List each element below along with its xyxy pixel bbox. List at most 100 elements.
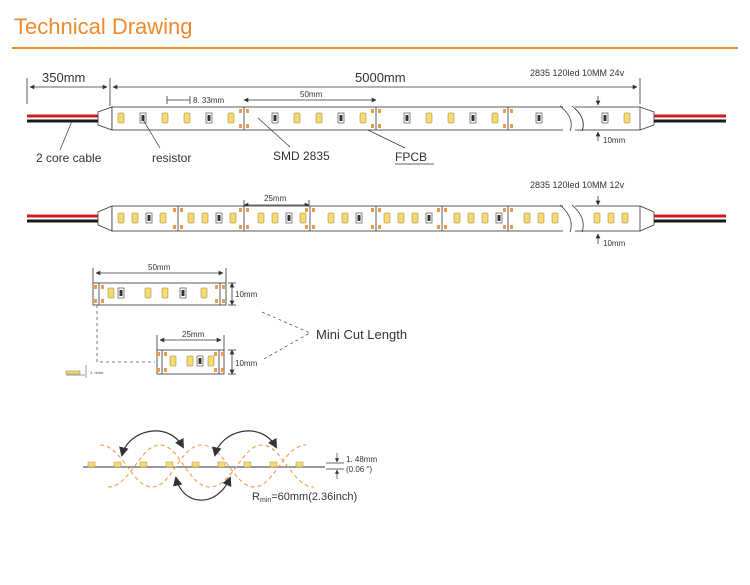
spec-24v: 2835 120led 10MM 24v	[530, 68, 625, 78]
title-underline	[12, 47, 738, 49]
strip-24v: 350mm 5000mm 2835 120led 10MM 24v 8. 33m…	[26, 68, 726, 165]
strip-12v: 2835 120led 10MM 12v 25mm 10mm	[27, 180, 726, 248]
resistor-body	[141, 115, 145, 121]
solder-pad	[246, 225, 249, 229]
callout-resistor: resistor	[141, 117, 191, 165]
thickness-inch-label: (0.06 '')	[346, 465, 373, 474]
mini-thickness-label: 1. n/nm	[90, 370, 104, 375]
led-chip	[183, 112, 191, 124]
led-chip	[481, 212, 489, 224]
piece-b-leds	[157, 350, 224, 374]
led-chip	[227, 112, 235, 124]
solder-pad	[305, 225, 308, 229]
bend-led	[87, 461, 96, 468]
dim-cut-25-label: 25mm	[264, 194, 287, 203]
led-chip	[467, 212, 475, 224]
dim-strip-thickness: 1. 48mm (0.06 '')	[326, 453, 377, 479]
solder-pad	[239, 225, 242, 229]
led-chip	[341, 212, 349, 224]
led-chip	[411, 212, 419, 224]
solder-pad	[444, 225, 447, 229]
dim-total-length: 5000mm	[112, 70, 641, 104]
resistor-body	[147, 215, 151, 221]
dim-cut-50-label: 50mm	[300, 90, 323, 99]
solder-pad	[510, 225, 513, 229]
bend-arrow-bottom	[172, 476, 232, 501]
led-chip	[161, 112, 169, 124]
led-chip	[293, 112, 301, 124]
solder-pad	[246, 208, 249, 212]
piece-a-length-label: 50mm	[148, 263, 171, 272]
solder-pad	[246, 124, 249, 128]
solder-pad	[101, 285, 104, 289]
solder-pad	[239, 124, 242, 128]
led-chip	[207, 355, 215, 367]
led-chip	[623, 112, 631, 124]
solder-pad	[371, 124, 374, 128]
solder-pad	[221, 352, 224, 356]
led-chip	[186, 355, 194, 367]
solder-pad	[222, 285, 225, 289]
callout-cable: 2 core cable	[36, 120, 102, 165]
resistor-body	[405, 115, 409, 121]
resistor-body	[273, 115, 277, 121]
led-chip	[359, 112, 367, 124]
solder-pad	[312, 225, 315, 229]
cut-piece-25mm: 25mm 10mm	[156, 330, 258, 375]
bend-led	[165, 461, 174, 468]
mini-thickness-glyph: 1. n/nm	[65, 365, 104, 378]
solder-pad	[215, 285, 218, 289]
solder-pad	[378, 109, 381, 113]
solder-pad	[246, 109, 249, 113]
led-row-24v	[117, 107, 631, 130]
solder-pad	[180, 208, 183, 212]
solder-pad	[94, 299, 97, 303]
bend-led	[139, 461, 148, 468]
solder-pad	[214, 352, 217, 356]
bend-led	[243, 461, 252, 468]
solder-pad	[173, 208, 176, 212]
led-chip	[187, 212, 195, 224]
solder-pad	[371, 109, 374, 113]
solder-pad	[444, 208, 447, 212]
cable-12v	[27, 205, 726, 232]
led-chip	[257, 212, 265, 224]
dim-led-pitch: 8. 33mm	[166, 96, 224, 105]
solder-pad	[503, 124, 506, 128]
led-chip	[621, 212, 629, 224]
led-chip	[315, 112, 323, 124]
solder-pad	[239, 208, 242, 212]
led-chip	[607, 212, 615, 224]
resistor-body	[181, 290, 185, 296]
solder-pad	[215, 299, 218, 303]
label-smd-2835: SMD 2835	[273, 149, 330, 163]
led-chip	[107, 287, 115, 299]
solder-pad	[157, 352, 160, 356]
dim-width-24v-label: 10mm	[603, 136, 626, 145]
solder-pad	[378, 124, 381, 128]
resistor-body	[603, 115, 607, 121]
resistor-body	[357, 215, 361, 221]
bend-led	[217, 461, 226, 468]
led-chip	[117, 112, 125, 124]
resistor-body	[207, 115, 211, 121]
resistor-body	[537, 115, 541, 121]
solder-pad	[157, 368, 160, 372]
dim-cable-length: 350mm	[26, 70, 111, 106]
bend-led	[269, 461, 278, 468]
thickness-mm-label: 1. 48mm	[346, 455, 377, 464]
label-fpcb: FPCB	[395, 150, 427, 164]
dim-cut-50: 50mm	[243, 90, 377, 103]
led-row-12v	[117, 206, 629, 231]
solder-pad	[378, 208, 381, 212]
label-resistor: resistor	[152, 151, 191, 165]
led-chip	[425, 112, 433, 124]
led-chip	[144, 287, 152, 299]
bending-section: 1. 48mm (0.06 '') Rmin=60mm(2.36inch)	[83, 430, 377, 504]
led-chip	[200, 287, 208, 299]
solder-pad	[305, 208, 308, 212]
label-mini-cut-length: Mini Cut Length	[316, 327, 407, 342]
led-chip	[159, 212, 167, 224]
led-chip	[537, 212, 545, 224]
led-chip	[491, 112, 499, 124]
